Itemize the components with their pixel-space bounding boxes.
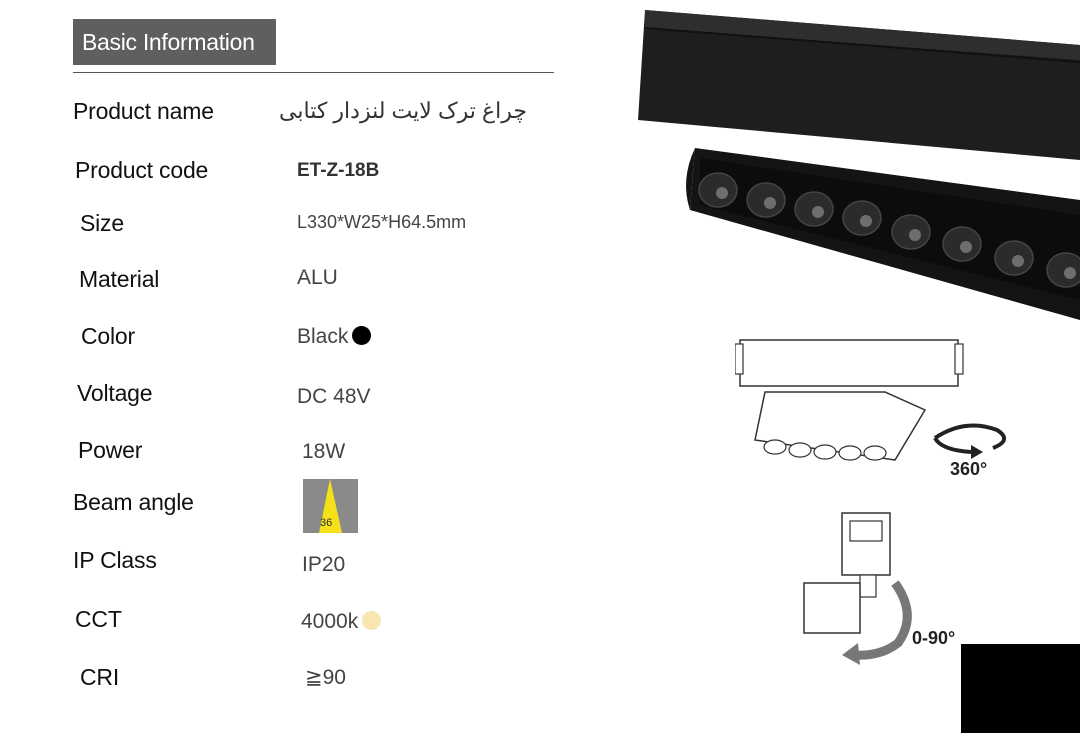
value-cct: 4000k [301,610,359,633]
label-product-code: Product code [75,157,209,183]
product-photo [638,10,1080,320]
label-color: Color [81,323,135,349]
tilt-diagram [803,512,912,665]
rotation-label: 360° [950,459,988,479]
value-material: ALU [297,266,338,289]
value-color-row: Black [297,325,372,349]
label-cri: CRI [80,664,120,690]
value-cri: ≧90 [305,666,346,689]
label-cct: CCT [75,606,122,632]
dark-panel [961,644,1080,733]
warm-dot-icon [362,611,382,630]
value-size: L330*W25*H64.5mm [297,212,467,232]
tilt-arrow-icon [842,580,912,665]
rotate-arrow-icon [933,423,1006,459]
black-dot-icon [352,326,372,345]
beam-cone-icon: 36 [303,479,358,533]
label-material: Material [79,266,160,292]
label-size: Size [80,210,124,236]
value-product-name: چراغ ترک لایت لنزدار کتابی [279,98,527,123]
section-divider [73,72,554,73]
value-voltage: DC 48V [297,385,371,408]
label-voltage: Voltage [77,380,153,406]
label-power: Power [78,437,143,463]
rotation-diagram [735,339,1006,461]
value-product-code: ET-Z-18B [297,160,380,181]
beam-angle-value: 36 [320,517,333,529]
value-power: 18W [302,440,346,463]
value-color: Black [297,325,349,348]
section-title: Basic Information [73,19,276,65]
tilt-label: 0-90° [912,628,956,648]
label-beam-angle: Beam angle [73,489,194,515]
value-cct-row: 4000k [301,610,382,634]
value-ip-class: IP20 [302,553,346,576]
label-product-name: Product name [73,98,214,124]
label-ip-class: IP Class [73,547,157,573]
